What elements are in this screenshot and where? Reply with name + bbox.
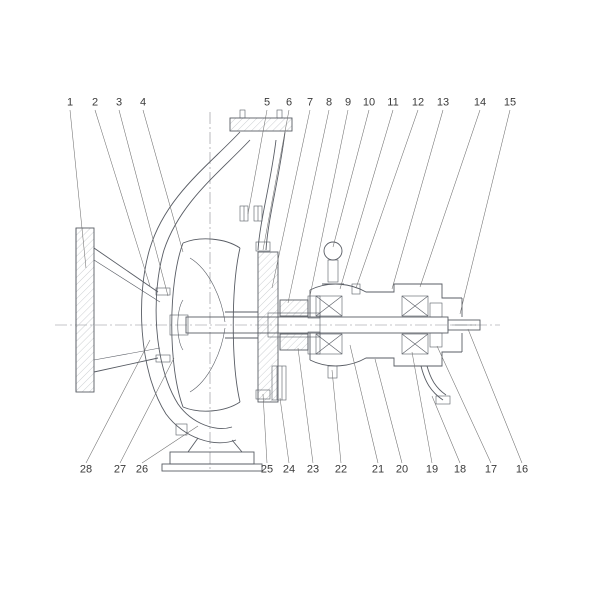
leader-line-6 [262, 109, 290, 251]
callout-22: 22 [334, 463, 348, 476]
leader-line-11 [339, 109, 394, 290]
leader-line-21 [349, 344, 379, 464]
leader-line-25 [262, 393, 268, 464]
leader-line-15 [459, 109, 511, 315]
callout-23: 23 [306, 463, 320, 476]
callout-28: 28 [79, 463, 93, 476]
callout-14: 14 [473, 96, 487, 109]
leader-line-24 [279, 397, 290, 464]
callout-9: 9 [344, 96, 352, 109]
callout-24: 24 [282, 463, 296, 476]
callout-10: 10 [362, 96, 376, 109]
leader-line-27 [119, 357, 175, 464]
leader-line-14 [419, 109, 481, 288]
callout-8: 8 [325, 96, 333, 109]
callout-6: 6 [285, 96, 293, 109]
leader-line-1 [69, 109, 87, 269]
leader-line-17 [436, 345, 492, 464]
leader-line-22 [331, 369, 342, 464]
casing-cover [255, 241, 279, 403]
leader-line-20 [374, 358, 403, 464]
callout-27: 27 [113, 463, 127, 476]
shaft [185, 316, 481, 334]
callout-26: 26 [135, 463, 149, 476]
cover-bottom-bolt [255, 389, 271, 400]
callout-12: 12 [411, 96, 425, 109]
suction-flange [75, 227, 161, 393]
impeller [169, 238, 258, 412]
support-foot [161, 423, 263, 472]
leader-line-2 [94, 109, 151, 287]
callout-4: 4 [139, 96, 147, 109]
gland-follower [307, 295, 321, 319]
shaft-locknut [429, 302, 443, 318]
leader-line-4 [142, 109, 184, 253]
leader-line-26 [141, 425, 199, 464]
callout-7: 7 [306, 96, 314, 109]
leader-line-5 [247, 109, 268, 215]
callout-15: 15 [503, 96, 517, 109]
callout-20: 20 [395, 463, 409, 476]
volute-casing [141, 131, 286, 444]
leader-line-18 [431, 395, 461, 464]
leader-line-19 [411, 351, 433, 464]
leader-line-8 [287, 109, 330, 304]
callout-25: 25 [260, 463, 274, 476]
leader-line-3 [118, 109, 169, 297]
callout-1: 1 [66, 96, 74, 109]
leader-line-13 [391, 109, 444, 290]
casing-stud-bolts [239, 205, 263, 222]
housing-support-leg [420, 365, 451, 405]
discharge-flange [229, 109, 293, 132]
callout-17: 17 [484, 463, 498, 476]
leader-line-10 [332, 109, 370, 248]
impeller-nut [169, 314, 189, 336]
leader-line-23 [297, 347, 314, 464]
ball-bearings [315, 295, 443, 355]
eyebolt [322, 241, 344, 285]
callout-3: 3 [115, 96, 123, 109]
callout-21: 21 [371, 463, 385, 476]
leader-lines [69, 109, 523, 464]
stuffing-box [267, 295, 321, 355]
foot-bolt [175, 423, 188, 436]
cover-top-bolt [255, 241, 271, 252]
leader-line-12 [355, 109, 419, 289]
callout-5: 5 [263, 96, 271, 109]
callout-13: 13 [436, 96, 450, 109]
callout-19: 19 [425, 463, 439, 476]
leader-line-28 [85, 339, 151, 464]
callout-18: 18 [453, 463, 467, 476]
leader-line-16 [467, 328, 523, 464]
leader-line-7 [271, 109, 311, 289]
callout-2: 2 [91, 96, 99, 109]
callout-16: 16 [515, 463, 529, 476]
shaft-sleeve [267, 312, 321, 338]
housing-top-bolt [351, 283, 361, 295]
bearing-housing [309, 283, 463, 379]
callout-11: 11 [387, 96, 399, 109]
drain-plug [271, 365, 287, 401]
leader-line-9 [309, 109, 349, 297]
